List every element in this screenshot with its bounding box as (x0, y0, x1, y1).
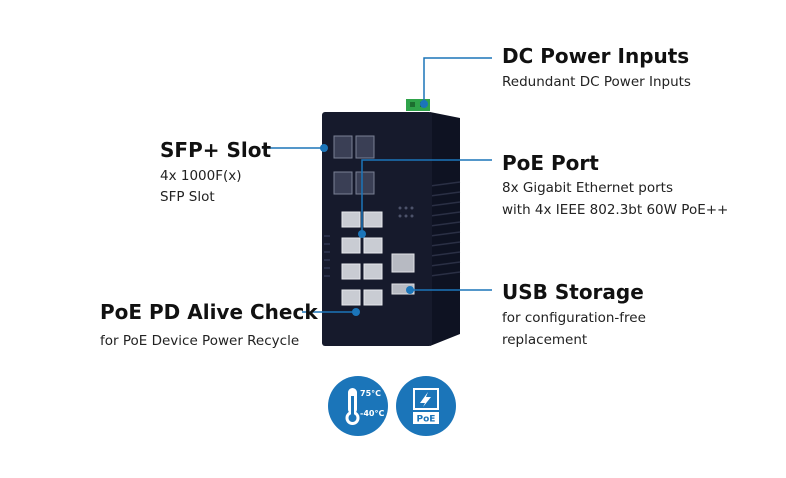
usb-desc-line2: replacement (502, 332, 588, 348)
dc-power-desc: Redundant DC Power Inputs (502, 74, 691, 90)
pd-alive-desc: for PoE Device Power Recycle (100, 333, 300, 349)
sfp-title: SFP+ Slot (160, 138, 272, 162)
thermometer-icon: 75°C -40°C (345, 388, 384, 425)
sfp-desc-line1: 4x 1000F(x) (160, 168, 242, 184)
usb-port (391, 283, 415, 295)
poe-icon: PoE (413, 388, 439, 425)
temperature-badge: 75°C -40°C (328, 376, 388, 436)
switch-device (322, 99, 461, 346)
temp-low-label: -40°C (360, 409, 384, 418)
poe-badge-label: PoE (417, 415, 436, 425)
dc-power-title: DC Power Inputs (502, 44, 690, 68)
poe-port-desc-line1: 8x Gigabit Ethernet ports (502, 180, 673, 196)
sfp-slots (333, 135, 375, 195)
poe-port-title: PoE Port (502, 151, 599, 175)
rj45-ports (341, 211, 383, 306)
pd-alive-title: PoE PD Alive Check (100, 300, 318, 324)
usb-title: USB Storage (502, 280, 644, 304)
temp-high-label: 75°C (360, 389, 381, 398)
console-port (391, 253, 415, 273)
usb-desc-line1: for configuration-free (502, 310, 646, 326)
poe-badge: PoE (396, 376, 456, 436)
sfp-desc-line2: SFP Slot (160, 189, 215, 205)
poe-port-desc-line2: with 4x IEEE 802.3bt 60W PoE++ (502, 202, 729, 218)
